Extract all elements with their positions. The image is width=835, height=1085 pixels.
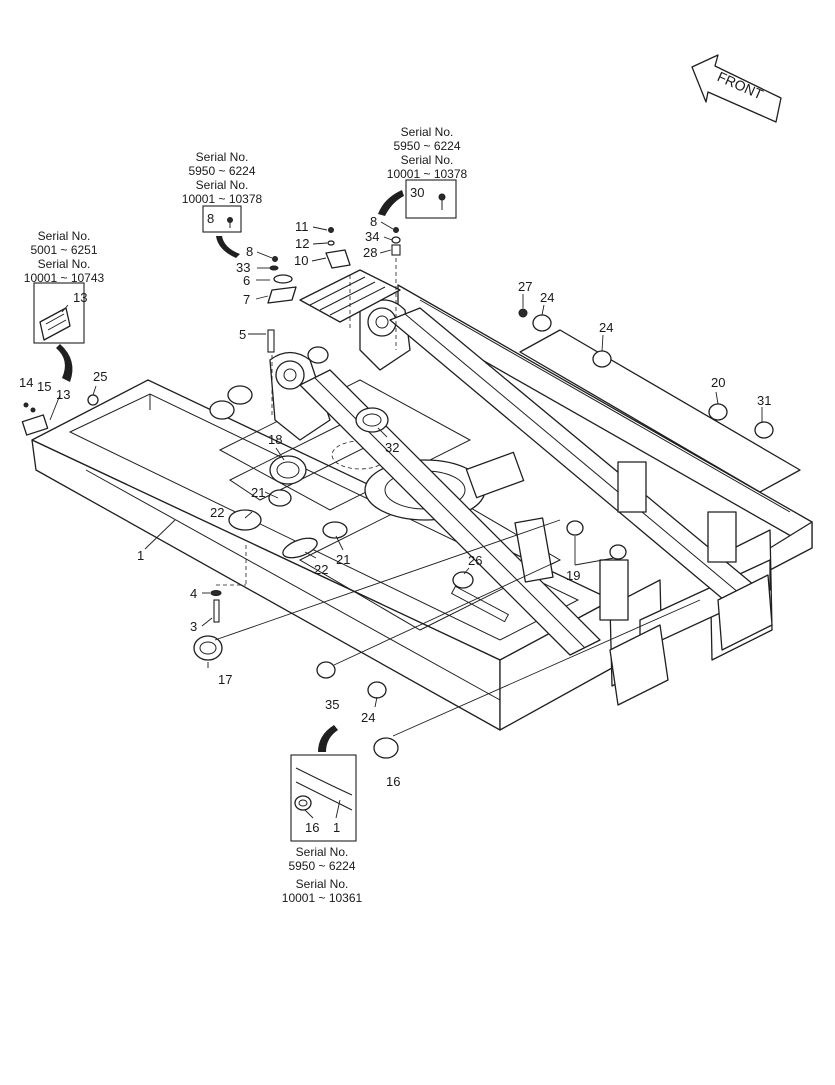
- leader-lines: [49, 221, 763, 737]
- serial-bottom-1: Serial No.: [296, 845, 349, 859]
- serial-right-2: 5950 ~ 6224: [393, 139, 460, 153]
- serial-mid-3: Serial No.: [196, 178, 249, 192]
- rear-frame: [397, 284, 813, 687]
- inset-left: [33, 282, 85, 382]
- callout-28: 28: [363, 245, 377, 260]
- front-arrow-icon: FRONT: [691, 54, 782, 123]
- callout-22-right: 22: [314, 562, 328, 577]
- callout-3: 3: [190, 619, 197, 634]
- hardware-stack: [21, 227, 401, 623]
- serial-mid-1: Serial No.: [196, 150, 249, 164]
- lower-frame: [31, 379, 613, 731]
- callout-30: 30: [410, 185, 424, 200]
- callout-8-right: 8: [370, 214, 377, 229]
- serial-bottom-2: 5950 ~ 6224: [288, 859, 355, 873]
- callout-24-bottom: 24: [361, 710, 375, 725]
- callout-24-mid: 24: [599, 320, 613, 335]
- callout-11: 11: [295, 219, 309, 234]
- callout-13: 13: [56, 387, 70, 402]
- callout-26: 26: [468, 553, 482, 568]
- callout-17: 17: [218, 672, 232, 687]
- callout-32: 32: [385, 440, 399, 455]
- dashed-guides: [216, 258, 397, 586]
- serial-bottom-3: Serial No.: [296, 877, 349, 891]
- serial-bottom-4: 10001 ~ 10361: [282, 891, 363, 905]
- serial-left-3: Serial No.: [38, 257, 91, 271]
- inset-mid: [202, 205, 242, 258]
- callout-13-inset: 13: [73, 290, 87, 305]
- serial-right-4: 10001 ~ 10378: [387, 167, 468, 181]
- callout-31: 31: [757, 393, 771, 408]
- serial-note-left: Serial No. 5001 ~ 6251 Serial No. 10001 …: [24, 229, 105, 285]
- callout-16-inset: 16: [305, 820, 319, 835]
- callout-1: 1: [137, 548, 144, 563]
- callout-24-top: 24: [540, 290, 554, 305]
- callout-8-mid: 8: [246, 244, 253, 259]
- callout-7: 7: [243, 292, 250, 307]
- callout-33: 33: [236, 260, 250, 275]
- callout-15: 15: [37, 379, 51, 394]
- callout-27: 27: [518, 279, 532, 294]
- callout-1-inset: 1: [333, 820, 340, 835]
- callout-10: 10: [294, 253, 308, 268]
- callout-8-inset: 8: [207, 211, 214, 226]
- serial-left-1: Serial No.: [38, 229, 91, 243]
- callout-5: 5: [239, 327, 246, 342]
- callout-20: 20: [711, 375, 725, 390]
- serial-mid-4: 10001 ~ 10378: [182, 192, 263, 206]
- callout-34: 34: [365, 229, 379, 244]
- callout-19: 19: [566, 568, 580, 583]
- callout-4: 4: [190, 586, 197, 601]
- callout-labels: 1 3 4 5 6 7 8 33 8 11 12 10 8 34 28 30 1…: [19, 185, 771, 835]
- serial-right-3: Serial No.: [401, 153, 454, 167]
- serial-right-1: Serial No.: [401, 125, 454, 139]
- end-pads: [465, 451, 773, 706]
- serial-left-2: 5001 ~ 6251: [30, 243, 97, 257]
- serial-left-4: 10001 ~ 10743: [24, 271, 105, 285]
- callout-35: 35: [325, 697, 339, 712]
- callout-16: 16: [386, 774, 400, 789]
- callout-18: 18: [268, 432, 282, 447]
- callout-6: 6: [243, 273, 250, 288]
- callout-21-left: 21: [251, 485, 265, 500]
- callout-14: 14: [19, 375, 33, 390]
- callout-25: 25: [93, 369, 107, 384]
- serial-mid-2: 5950 ~ 6224: [188, 164, 255, 178]
- callout-22-left: 22: [210, 505, 224, 520]
- serial-note-mid: Serial No. 5950 ~ 6224 Serial No. 10001 …: [182, 150, 263, 206]
- serial-note-bottom: Serial No. 5950 ~ 6224 Serial No. 10001 …: [282, 845, 363, 905]
- callout-21-right: 21: [336, 552, 350, 567]
- grommets: [87, 308, 774, 759]
- serial-note-right: Serial No. 5950 ~ 6224 Serial No. 10001 …: [387, 125, 468, 181]
- inset-right: [378, 179, 457, 219]
- callout-12: 12: [295, 236, 309, 251]
- inset-bottom: [290, 725, 357, 842]
